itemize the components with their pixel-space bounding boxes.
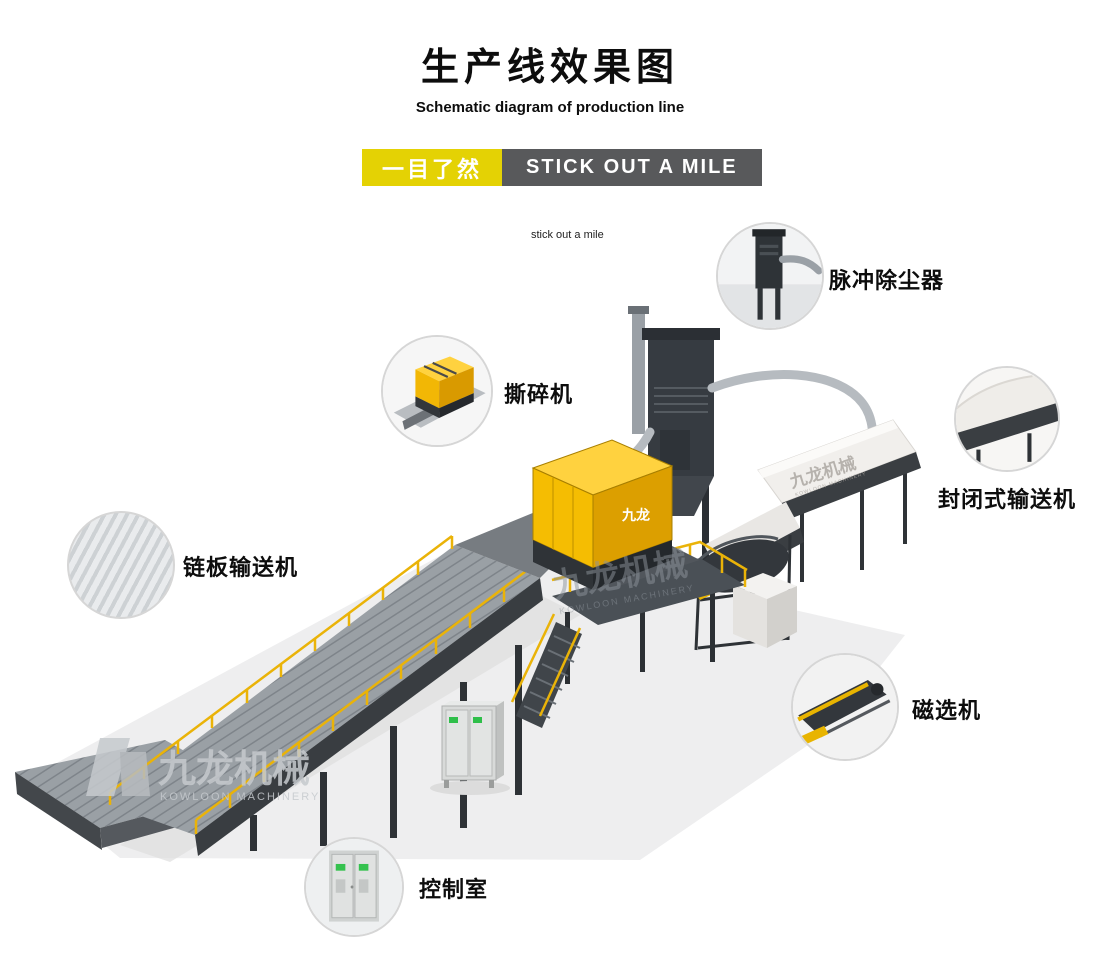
banner-left-label: 一目了然 — [362, 149, 503, 186]
callout-dust-collector — [716, 222, 824, 330]
control-room-photo-icon — [306, 839, 402, 935]
callout-shredder — [381, 335, 493, 447]
chain-plate-conveyor — [110, 545, 543, 856]
callout-enclosed-conveyor — [954, 366, 1060, 472]
callout-label-control-room: 控制室 — [419, 877, 489, 902]
page-title: 生产线效果图 — [420, 47, 679, 89]
incline-railings — [108, 534, 540, 834]
service-platform — [510, 540, 748, 728]
output-box — [733, 573, 797, 648]
callout-magnetic-separator — [791, 653, 899, 761]
callout-chain-conveyor — [67, 511, 175, 619]
callout-label-chain-conveyor: 链板输送机 — [183, 555, 299, 580]
page-subtitle: Schematic diagram of production line — [415, 99, 685, 116]
watermark-bottom-left: 九龙机械 KOWLOON MACHINERY — [86, 738, 320, 803]
shredder-brand-label: 九龙 — [621, 507, 650, 523]
banner: 一目了然 STICK OUT A MILE — [362, 149, 762, 186]
shredder-machine: 九龙 — [455, 439, 700, 592]
callout-label-magnetic-separator: 磁选机 — [912, 698, 982, 723]
callout-label-shredder: 撕碎机 — [504, 382, 574, 407]
magnetic-separator-photo-icon — [793, 655, 897, 759]
callout-control-room — [304, 837, 404, 937]
banner-caption: stick out a mile — [531, 229, 604, 241]
shredder-photo-icon — [383, 337, 491, 445]
callout-label-dust-collector: 脉冲除尘器 — [829, 268, 945, 293]
scene-control-cabinet — [430, 701, 510, 795]
enclosed-conveyor-photo-icon — [956, 368, 1058, 470]
callout-label-enclosed-conveyor: 封闭式输送机 — [937, 487, 1076, 512]
dust-collector-photo-icon — [718, 224, 822, 328]
watermark-en: KOWLOON MACHINERY — [160, 791, 320, 803]
watermark-cn: 九龙机械 — [158, 749, 310, 791]
banner-right-label: STICK OUT A MILE — [502, 149, 762, 186]
